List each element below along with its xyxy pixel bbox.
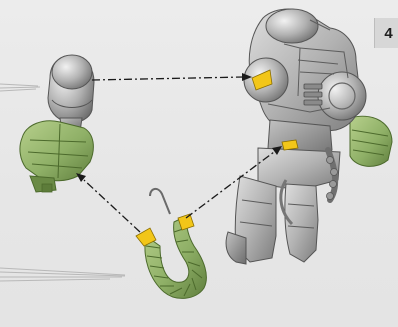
robot-body <box>226 9 392 264</box>
guide-line-head <box>92 77 244 80</box>
robot-back-arm <box>350 116 392 166</box>
detached-head-assembly <box>20 55 94 192</box>
step-number-badge: 4 <box>374 18 398 48</box>
step-number: 4 <box>384 25 392 42</box>
motion-streaks-bottom <box>0 268 125 281</box>
guide-line-arm <box>84 180 140 232</box>
tail-cable-part <box>136 189 206 298</box>
motion-streaks-top <box>0 84 40 91</box>
tail-socket-marker <box>282 140 298 150</box>
